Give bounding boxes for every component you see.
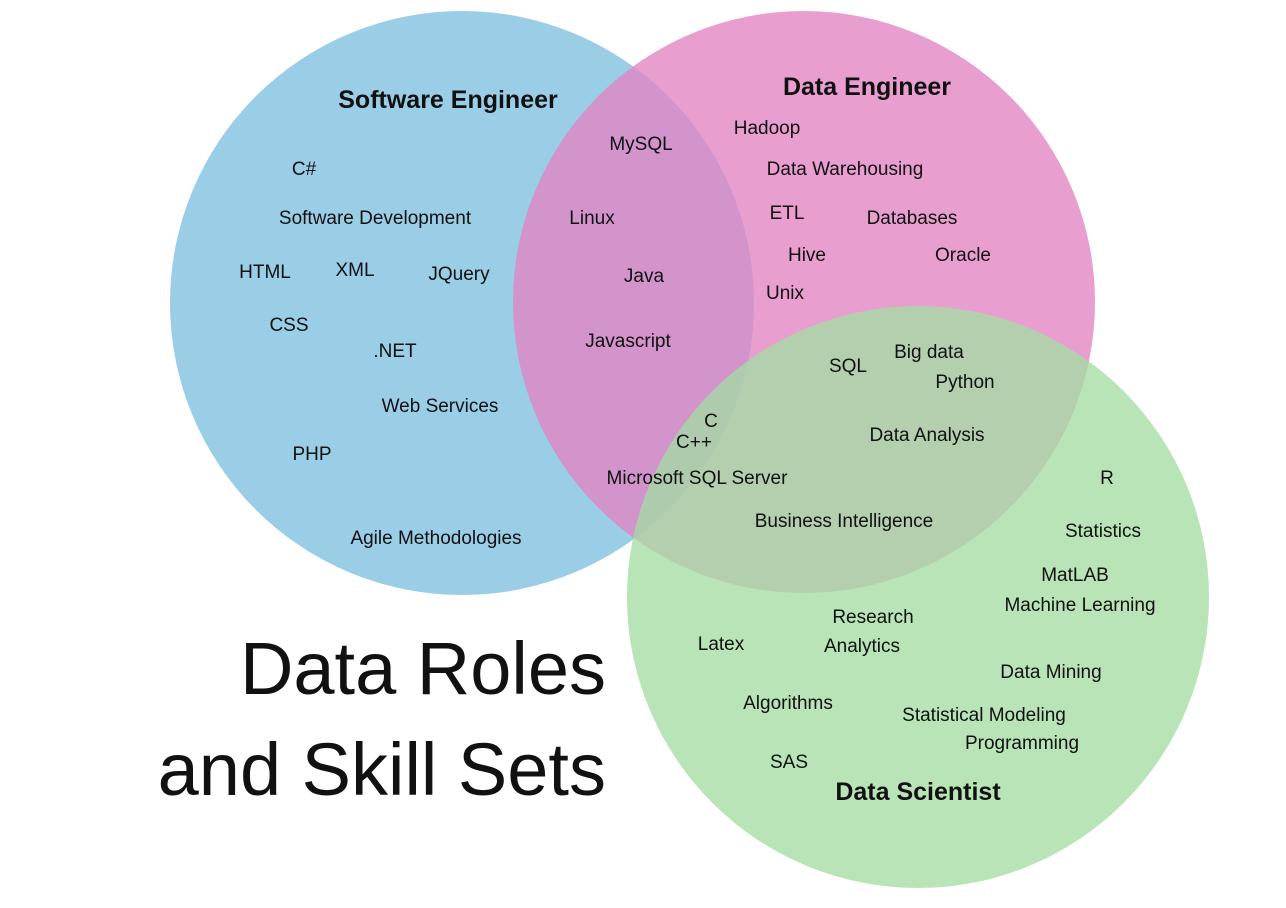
skill-label: R [1100, 468, 1114, 489]
skill-label: Unix [766, 283, 805, 304]
skill-label: SAS [770, 752, 808, 773]
page-title-line-2: and Skill Sets [158, 728, 606, 811]
skill-label: Software Development [279, 208, 472, 229]
skill-label: Business Intelligence [755, 511, 934, 532]
skill-label: CSS [269, 315, 308, 336]
skill-label: Linux [569, 208, 615, 229]
data-scientist-title: Data Scientist [835, 778, 1001, 806]
skill-label: PHP [292, 444, 331, 465]
skill-label: Machine Learning [1004, 595, 1155, 616]
skill-label: Web Services [382, 396, 499, 417]
skill-label: HTML [239, 262, 291, 283]
skill-label: ETL [770, 203, 805, 224]
skill-label: Algorithms [743, 693, 833, 714]
skill-label: Python [935, 372, 994, 393]
skill-label: Data Warehousing [767, 159, 924, 180]
data-engineer-title: Data Engineer [783, 73, 951, 101]
skill-label: JQuery [428, 264, 490, 285]
skill-label: Analytics [824, 636, 900, 657]
skill-label: Programming [965, 733, 1079, 754]
skill-label: XML [335, 260, 374, 281]
skill-label: C# [292, 159, 317, 180]
skill-label: C++ [676, 432, 712, 453]
data-scientist-circle [627, 306, 1209, 888]
skill-label: .NET [373, 341, 417, 362]
skill-label: MatLAB [1041, 565, 1109, 586]
software-engineer-title: Software Engineer [338, 86, 558, 114]
skill-label: MySQL [609, 134, 672, 155]
skill-label: Microsoft SQL Server [607, 468, 789, 489]
page-title-line-1: Data Roles [240, 627, 606, 710]
skill-label: Data Mining [1000, 662, 1101, 683]
skill-label: Statistics [1065, 521, 1141, 542]
skill-label: Latex [698, 634, 745, 655]
skill-label: Javascript [585, 331, 671, 352]
skill-label: Research [832, 607, 913, 628]
skill-label: Statistical Modeling [902, 705, 1066, 726]
skill-label: Hive [788, 245, 826, 266]
skill-label: C [704, 411, 718, 432]
skill-label: Java [624, 266, 665, 287]
skill-label: Data Analysis [869, 425, 984, 446]
skill-label: Big data [894, 342, 964, 363]
skill-label: Hadoop [734, 118, 801, 139]
skill-label: Oracle [935, 245, 991, 266]
skill-label: Databases [867, 208, 958, 229]
skill-label: Agile Methodologies [350, 528, 521, 549]
skill-label: SQL [829, 356, 867, 377]
